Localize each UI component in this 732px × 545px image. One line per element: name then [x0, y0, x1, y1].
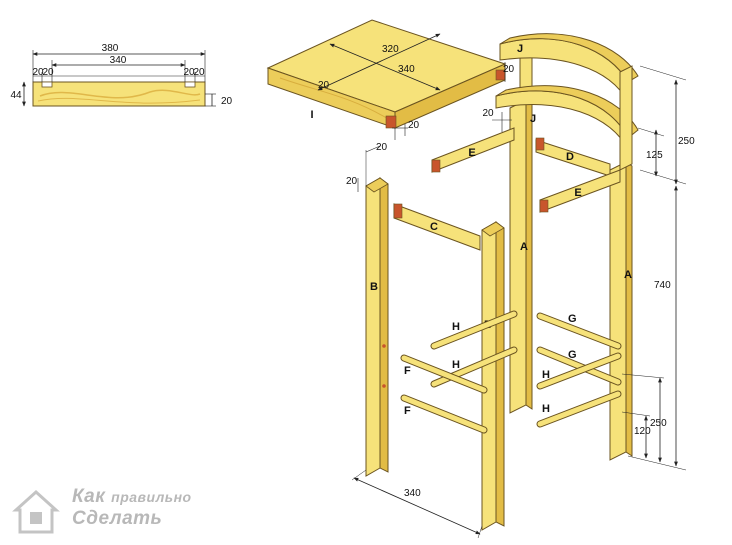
post-a-back: [509, 99, 527, 414]
seat-top-face: [266, 19, 507, 113]
post-b-right: [481, 221, 497, 531]
seat-section-right-b: 20: [193, 67, 205, 78]
watermark-line2: Сделать: [72, 508, 163, 529]
watermark-line1: Как правильно: [72, 486, 192, 508]
label-b-left: B: [370, 281, 378, 293]
seat-front-edge: 20: [318, 80, 330, 91]
front-frame: B C B 20 20: [346, 142, 505, 531]
rungs: H H F F G G H H: [400, 310, 622, 434]
label-h-3: H: [542, 369, 550, 381]
post-a-right: [609, 161, 627, 461]
seat-label: I: [310, 109, 313, 121]
dim-rail-gap: 125: [646, 150, 663, 161]
label-h-1: H: [452, 321, 460, 333]
dimension-lines: 250 125 740 250 120 340: [351, 65, 695, 539]
watermark-word-pravilno: правильно: [111, 489, 192, 505]
label-a-back: A: [520, 241, 528, 253]
label-d: D: [566, 151, 574, 163]
seat-notch: [385, 115, 397, 129]
dim-back-height: 250: [678, 136, 695, 147]
seat-section-edge: 20: [221, 96, 233, 107]
label-h-4: H: [542, 403, 550, 415]
post-b-left: [365, 177, 381, 477]
watermark-word-kak: Как: [72, 486, 106, 507]
seat-section-left-b: 20: [42, 67, 54, 78]
back-frame: J J A A: [495, 33, 639, 461]
house-logo-icon: [12, 489, 60, 534]
back-tenon-dim: 20: [482, 108, 494, 119]
seat-depth: 320: [382, 44, 399, 55]
label-f-2: F: [404, 405, 411, 417]
label-e-right: E: [574, 187, 581, 199]
label-f-1: F: [404, 365, 411, 377]
label-j-top: J: [517, 43, 523, 55]
side-rails: E D E 20: [431, 108, 621, 213]
seat-section-drawing: 380 340 20 20 20 20 44 20: [10, 43, 232, 107]
dim-rung-low: 120: [634, 426, 651, 437]
label-a-right: A: [624, 269, 632, 281]
seat-width: 340: [398, 64, 415, 75]
label-h-2: H: [452, 359, 460, 371]
dim-base-width: 340: [404, 488, 421, 499]
dim-rung-spacing: 250: [650, 418, 667, 429]
watermark-logo: Как правильно Сделать: [8, 484, 228, 540]
seat-section-groove-left: [41, 81, 53, 88]
seat-tenon-side: 20: [503, 64, 515, 75]
dim-leg-height: 740: [654, 280, 671, 291]
label-g-1: G: [568, 313, 577, 325]
seat-section-right-a: 20: [183, 67, 195, 78]
seat-section-inner: 340: [110, 55, 127, 66]
label-g-2: G: [568, 349, 577, 361]
seat-section-height: 44: [10, 90, 22, 101]
label-e-left: E: [468, 147, 475, 159]
seat-panel: 320 340 20 20 20 I: [266, 19, 515, 140]
label-j-mid: J: [530, 113, 536, 125]
top-post-depth: 20: [346, 176, 358, 187]
top-post-width: 20: [376, 142, 388, 153]
seat-section-left-a: 20: [32, 67, 44, 78]
seat-notch-width: 20: [408, 120, 420, 131]
label-c: C: [430, 221, 438, 233]
seat-section-groove-right: [184, 81, 196, 88]
seat-section-overall: 380: [102, 43, 119, 54]
